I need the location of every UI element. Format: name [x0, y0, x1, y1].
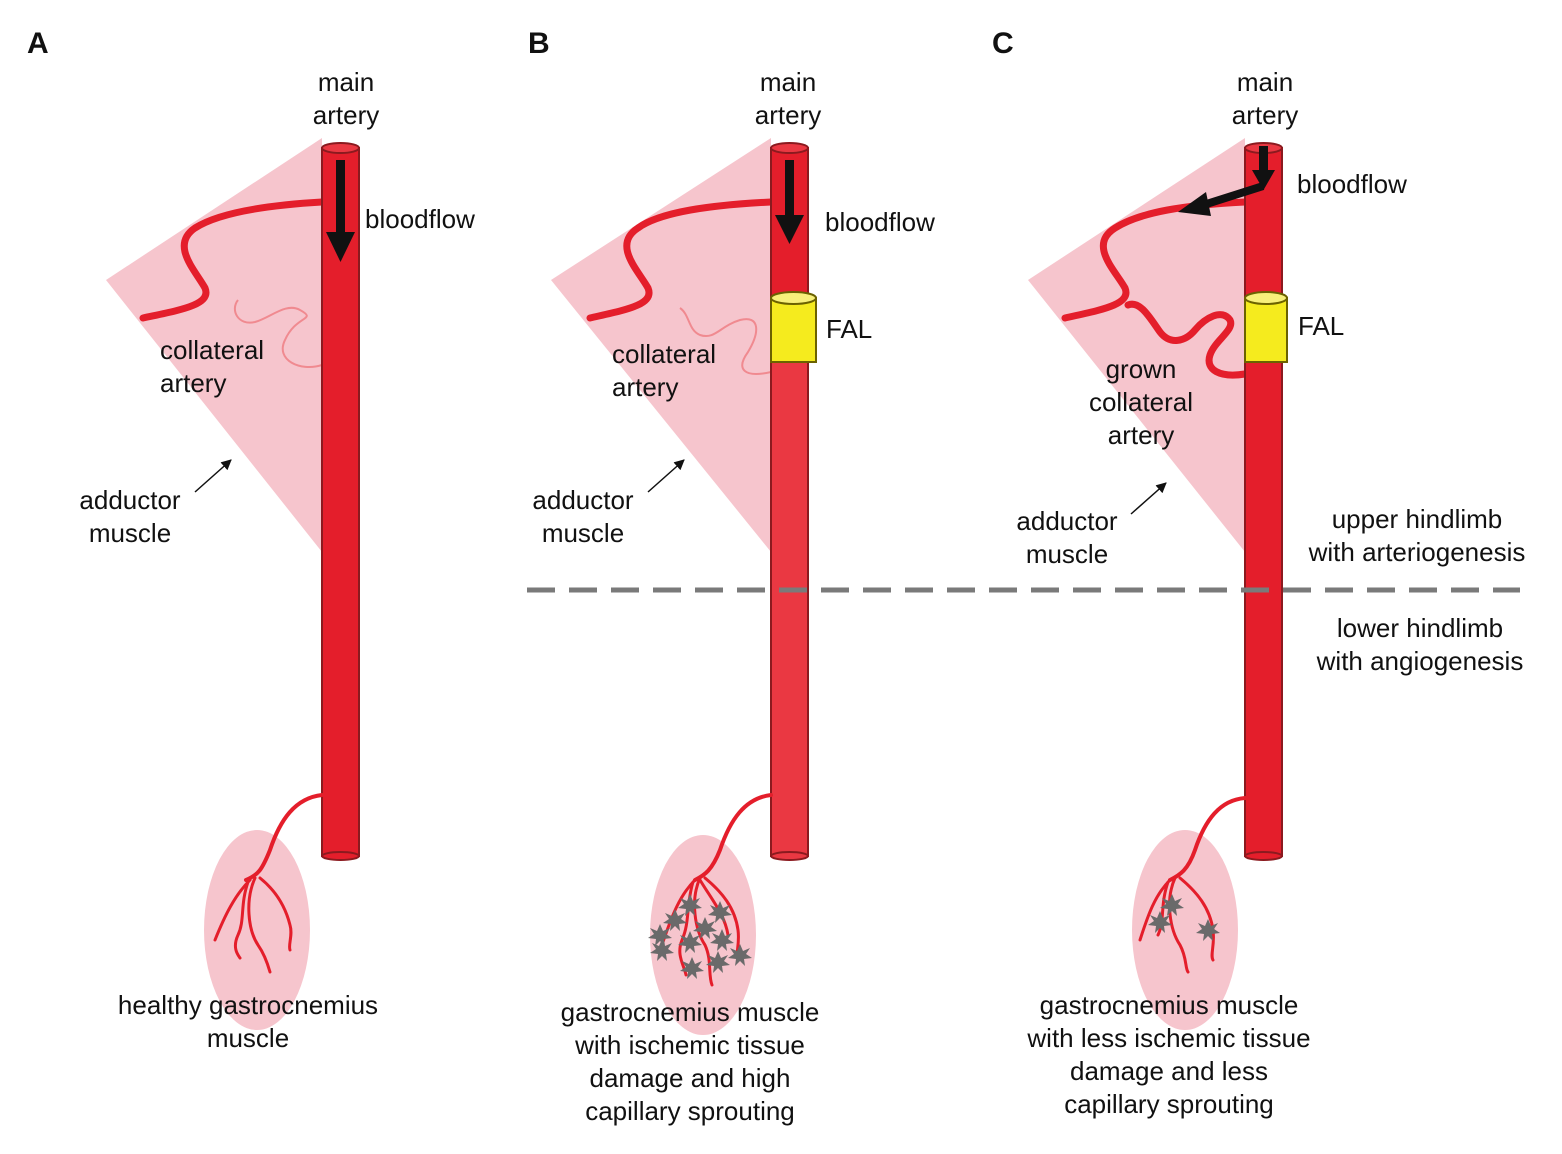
- label-line: with angiogenesis: [1316, 646, 1524, 676]
- main-artery-label: main artery: [296, 66, 396, 132]
- label-line: artery: [754, 100, 822, 130]
- main-artery: [1244, 147, 1283, 857]
- label-line: capillary sprouting: [1064, 1089, 1274, 1119]
- adductor-muscle-region: [551, 138, 771, 552]
- label-line: main: [759, 67, 817, 97]
- label-line: adductor: [79, 485, 181, 515]
- bloodflow-label: bloodflow: [365, 204, 475, 234]
- main-artery-bottom: [321, 851, 360, 861]
- bloodflow-arrow: [326, 160, 355, 262]
- label-line: damage and high: [589, 1063, 791, 1093]
- collateral-artery-thin: [233, 299, 323, 368]
- label-line: adductor: [1016, 506, 1118, 536]
- label-line: with less ischemic tissue: [1027, 1023, 1311, 1053]
- label-line: main: [317, 67, 375, 97]
- gastrocnemius-label: gastrocnemius muscle with less ischemic …: [1004, 989, 1334, 1121]
- gastrocnemius-muscle: [1132, 830, 1238, 1030]
- panel-b: [551, 138, 817, 1035]
- bloodflow-arrow: [1178, 146, 1275, 216]
- label-line: artery: [1107, 420, 1175, 450]
- label-line: muscle: [541, 518, 625, 548]
- label-line: main: [1236, 67, 1294, 97]
- label-line: with ischemic tissue: [575, 1030, 805, 1060]
- fal-label: FAL: [1298, 311, 1345, 341]
- main-artery-label: main artery: [1215, 66, 1315, 132]
- label-line: artery: [160, 368, 227, 398]
- lower-hindlimb-label: lower hindlimb with angiogenesis: [1300, 612, 1540, 678]
- label-line: upper hindlimb: [1331, 504, 1503, 534]
- main-artery-top: [770, 142, 809, 154]
- collateral-artery-label: collateral artery: [160, 334, 280, 400]
- gastrocnemius-label: healthy gastrocnemius muscle: [98, 989, 398, 1055]
- main-artery-top: [321, 142, 360, 154]
- collateral-artery-thin: [679, 307, 772, 375]
- femoral-artery-ligation: [770, 291, 817, 363]
- adductor-muscle-region: [1028, 138, 1245, 552]
- adductor-muscle-label: adductor muscle: [513, 484, 653, 550]
- label-line: muscle: [88, 518, 172, 548]
- label-line: with arteriogenesis: [1308, 537, 1526, 567]
- label-line: artery: [612, 372, 679, 402]
- panel-a: [106, 138, 360, 1030]
- label-line: grown: [1105, 354, 1177, 384]
- adductor-muscle-label: adductor muscle: [60, 484, 200, 550]
- main-artery: [321, 147, 360, 857]
- label-line: muscle: [1025, 539, 1109, 569]
- panel-letter-b: B: [528, 27, 550, 60]
- label-line: gastrocnemius muscle: [560, 997, 820, 1027]
- gastrocnemius-label: gastrocnemius muscle with ischemic tissu…: [540, 996, 840, 1128]
- main-artery-lower: [770, 359, 809, 857]
- label-line: adductor: [532, 485, 634, 515]
- bloodflow-label: bloodflow: [1297, 169, 1407, 199]
- label-line: gastrocnemius muscle: [1039, 990, 1299, 1020]
- label-line: artery: [312, 100, 380, 130]
- grown-collateral-artery: [1124, 300, 1249, 379]
- adductor-muscle-region: [106, 138, 322, 552]
- main-artery-bottom: [1244, 851, 1283, 861]
- fal-label: FAL: [826, 314, 873, 344]
- label-line: collateral: [1088, 387, 1194, 417]
- panel-letter-a: A: [27, 27, 49, 60]
- gastrocnemius-muscle: [204, 830, 310, 1030]
- bloodflow-label: bloodflow: [825, 207, 935, 237]
- panel-letter-c: C: [992, 27, 1014, 60]
- label-line: damage and less: [1069, 1056, 1269, 1086]
- femoral-artery-ligation: [1244, 291, 1288, 363]
- adductor-muscle-label: adductor muscle: [997, 505, 1137, 571]
- adductor-pointer-arrow: [194, 459, 232, 493]
- bloodflow-arrow: [775, 160, 804, 244]
- label-line: collateral: [612, 339, 717, 369]
- main-artery-label: main artery: [738, 66, 838, 132]
- collateral-vessel: [586, 198, 775, 322]
- label-line: lower hindlimb: [1336, 613, 1504, 643]
- upper-hindlimb-label: upper hindlimb with arteriogenesis: [1297, 503, 1537, 569]
- label-line: healthy gastrocnemius: [117, 990, 379, 1020]
- label-line: muscle: [206, 1023, 290, 1053]
- label-line: capillary sprouting: [585, 1096, 795, 1126]
- adductor-pointer-arrow: [647, 459, 685, 493]
- main-artery-bottom: [770, 851, 809, 861]
- adductor-pointer-arrow: [1130, 482, 1167, 515]
- collateral-vessel: [139, 198, 326, 322]
- grown-collateral-artery-label: grown collateral artery: [1076, 353, 1206, 452]
- panel-c: [1028, 138, 1288, 1030]
- lower-vessels: [213, 793, 324, 974]
- collateral-vessel: [1061, 198, 1249, 322]
- collateral-artery-label: collateral artery: [612, 338, 732, 404]
- label-line: collateral: [160, 335, 265, 365]
- label-line: artery: [1231, 100, 1299, 130]
